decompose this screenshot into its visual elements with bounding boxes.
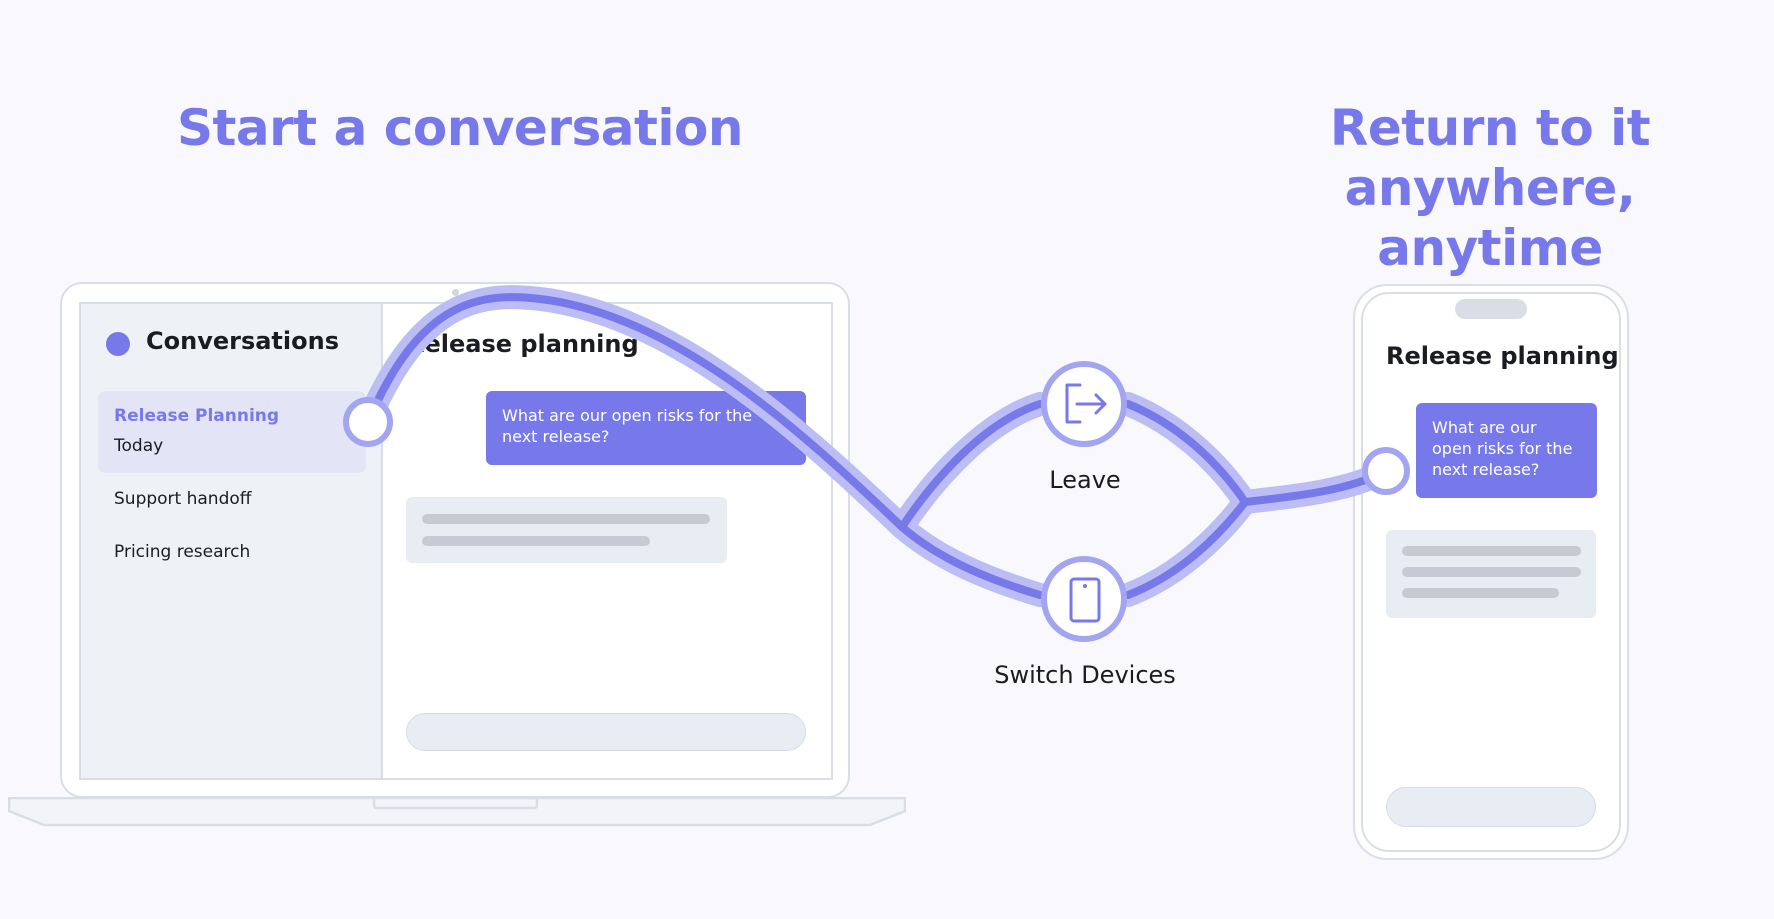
conversation-item-active[interactable] xyxy=(98,391,366,473)
flow-path xyxy=(898,523,1044,599)
headline-return-line2: anywhere, anytime xyxy=(1344,159,1636,277)
flow-path xyxy=(364,293,906,531)
conversation-item-name: Release Planning xyxy=(114,406,280,426)
sidebar-title: Conversations xyxy=(146,327,339,355)
conversation-item-support[interactable]: Support handoff xyxy=(114,489,252,509)
exit-icon xyxy=(1065,383,1107,424)
conversation-sidebar xyxy=(81,304,383,778)
flow-path xyxy=(1124,498,1249,599)
phone-notch xyxy=(1455,299,1527,319)
phone-assistant-reply-placeholder xyxy=(1386,530,1596,618)
phone-user-message-bubble: What are our open risks for the next rel… xyxy=(1416,403,1597,498)
skeleton-line xyxy=(422,514,710,524)
laptop-camera xyxy=(452,289,459,296)
headline-start: Start a conversation xyxy=(176,99,744,157)
chat-title: Release planning xyxy=(406,330,639,358)
skeleton-line xyxy=(422,536,650,546)
leave-node xyxy=(1041,361,1127,447)
flow-path-halo xyxy=(1116,490,1257,607)
skeleton-line xyxy=(1402,588,1559,598)
flow-end-node xyxy=(1362,447,1410,495)
phone-chat-title: Release planning xyxy=(1386,342,1619,370)
flow-path xyxy=(1124,400,1249,506)
flow-path-halo xyxy=(356,285,914,539)
switch-devices-label: Switch Devices xyxy=(994,661,1176,689)
conversation-item-pricing[interactable]: Pricing research xyxy=(114,542,251,562)
chat-input[interactable] xyxy=(406,713,806,751)
flow-path xyxy=(898,400,1044,531)
switch-devices-node xyxy=(1041,556,1127,642)
headline-return: Return to it anywhere, anytime xyxy=(1230,98,1750,278)
sidebar-dot-icon xyxy=(106,332,130,356)
laptop-base xyxy=(8,797,906,827)
headline-return-line1: Return to it xyxy=(1329,99,1651,157)
assistant-reply-placeholder xyxy=(406,497,727,563)
phone-icon xyxy=(1069,577,1101,623)
leave-label: Leave xyxy=(1049,466,1121,494)
conversation-item-time: Today xyxy=(114,436,164,456)
flow-start-node xyxy=(343,397,393,447)
laptop-trackpad-notch xyxy=(372,798,539,810)
phone-chat-input[interactable] xyxy=(1386,787,1596,827)
skeleton-line xyxy=(1402,546,1581,556)
skeleton-line xyxy=(1402,567,1581,577)
